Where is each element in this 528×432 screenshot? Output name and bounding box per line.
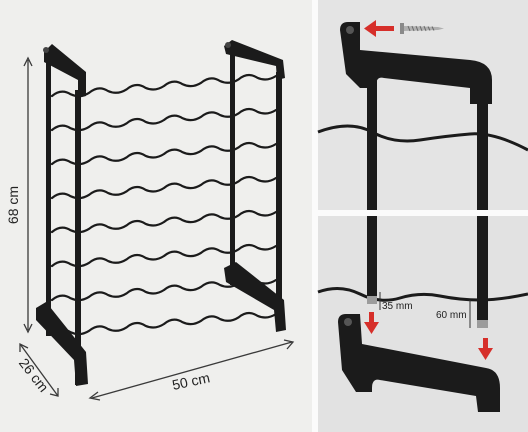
top-assembly-detail <box>317 20 528 210</box>
rod-end <box>477 320 488 328</box>
wire-shelf <box>50 108 278 132</box>
rod-end <box>367 296 377 304</box>
wire-shelf <box>50 312 278 336</box>
post-detail-left <box>367 80 377 210</box>
screw-icon <box>400 23 444 34</box>
wire-shelves <box>50 74 278 336</box>
bottom-bracket <box>338 314 500 412</box>
depth-label: 26 cm <box>16 355 52 395</box>
width-dimension-line <box>88 339 295 401</box>
screw-hole <box>346 26 354 34</box>
depth-dimension-line <box>19 342 59 397</box>
post-back-left <box>46 58 51 336</box>
wire-shelf <box>50 142 278 166</box>
left-rod-measure: 35 mm <box>382 301 413 312</box>
bottom-assembly-detail: 35 mm 60 mm <box>317 216 528 412</box>
wine-rack <box>36 40 286 386</box>
foot-right <box>224 262 286 332</box>
post-front-left <box>75 90 81 385</box>
panel-divider-horizontal <box>318 210 528 216</box>
arrow-left-icon <box>364 20 394 37</box>
height-dimension-line <box>23 56 33 334</box>
screw-hole <box>225 42 231 48</box>
rack-overview-panel <box>0 0 312 432</box>
post-front-right <box>276 72 282 330</box>
wire-shelf <box>50 74 278 98</box>
post-detail-left <box>367 216 377 302</box>
wire-shelf <box>50 244 278 268</box>
wire-shelf <box>50 210 278 234</box>
wire-shelf-detail <box>317 287 528 302</box>
foot-left <box>36 302 88 386</box>
arrow-down-icon <box>478 338 493 360</box>
panel-divider-vertical <box>312 0 318 432</box>
top-bar-right <box>224 40 285 80</box>
top-bracket <box>340 22 492 104</box>
top-bar-left <box>44 44 86 98</box>
screw-hole <box>344 318 352 326</box>
height-label: 68 cm <box>5 186 21 224</box>
post-detail-right <box>477 216 488 326</box>
right-rod-measure: 60 mm <box>436 310 467 321</box>
wire-shelf-detail <box>317 124 528 152</box>
screw-hole <box>43 47 49 53</box>
rod-measure-lines <box>379 292 471 328</box>
post-back-right <box>230 55 235 285</box>
post-detail-right <box>477 100 488 210</box>
arrow-down-icon <box>364 312 379 334</box>
width-label: 50 cm <box>171 369 212 393</box>
wire-shelf <box>50 176 278 200</box>
